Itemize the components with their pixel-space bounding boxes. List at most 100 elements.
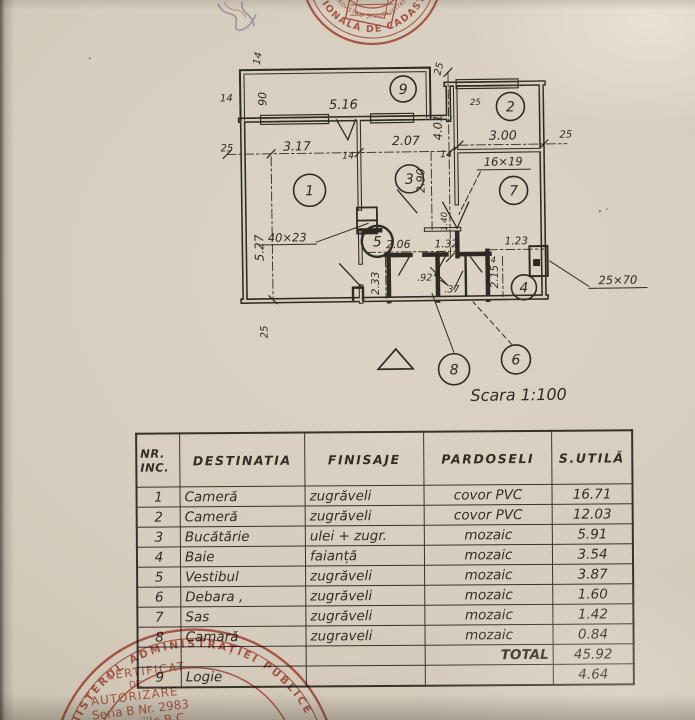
duct-label: 25×70 — [598, 273, 637, 288]
cell-s-utila: 45.92 — [553, 643, 634, 665]
duct-25x70 — [528, 244, 549, 278]
dimension-ticks — [222, 67, 549, 305]
svg-text:14: 14 — [342, 151, 354, 162]
svg-text:1.23: 1.23 — [505, 235, 529, 247]
room-circle-5 — [360, 224, 394, 259]
room-circle-6 — [500, 344, 532, 375]
svg-text:2.33: 2.33 — [370, 272, 382, 296]
room-number: 8 — [450, 362, 459, 378]
room-circle-4 — [510, 273, 538, 301]
room-circle-9 — [389, 75, 417, 103]
svg-text:.92: .92 — [417, 273, 432, 284]
room-number: 6 — [511, 352, 520, 368]
room-number: 5 — [373, 234, 382, 250]
header-s-utila: S.UTILĂ — [551, 430, 633, 485]
cell-total-label: TOTAL — [425, 644, 554, 666]
cell-destinatia: Camară — [180, 626, 307, 647]
cell-nr: 3 — [136, 526, 181, 548]
svg-text:1.32: 1.32 — [435, 238, 459, 250]
header-nr: NR. INC. — [136, 433, 180, 488]
room-circle-3 — [394, 164, 425, 194]
header-destinatia: DESTINATIA — [179, 432, 305, 487]
dimension-lines — [226, 71, 568, 301]
room-number: 9 — [399, 82, 408, 98]
dimension-labels: 5.16 90 14 14 25 3.17 14 2.07 14 3.00 25… — [220, 51, 572, 338]
room-circle-1 — [292, 173, 327, 208]
room-circle-7 — [498, 175, 529, 206]
svg-text:25: 25 — [259, 325, 270, 338]
svg-text:2.06: 2.06 — [386, 238, 411, 251]
svg-text:5.16: 5.16 — [329, 98, 358, 113]
cell-pardoseli: mozaic — [424, 584, 553, 606]
niche-40x23 — [355, 206, 379, 235]
cell-destinatia: Cameră — [179, 486, 306, 507]
room-circles — [292, 75, 538, 386]
cell-nr: 6 — [137, 586, 181, 608]
svg-text:5.27: 5.27 — [252, 234, 266, 261]
svg-text:2.15: 2.15 — [489, 265, 501, 289]
cell-finisaje: zugrăveli — [305, 505, 425, 527]
niche-label: 40×23 — [268, 230, 307, 245]
cell-nr: 8 — [137, 626, 182, 648]
cell-pardoseli: mozaic — [424, 604, 553, 626]
cell-pardoseli: mozaic — [424, 544, 553, 566]
svg-text:25: 25 — [559, 130, 572, 141]
windows — [259, 78, 519, 126]
cell-destinatia: Bucătărie — [180, 526, 306, 547]
cell-pardoseli: mozaic — [424, 524, 553, 546]
room-number: 4 — [519, 280, 528, 296]
balcony-outline — [238, 66, 432, 122]
cell-nr: 9 — [137, 666, 182, 688]
cell-pardoseli: mozaic — [424, 624, 554, 646]
paper-specks — [88, 57, 608, 213]
svg-text:14: 14 — [252, 51, 265, 65]
svg-text:25: 25 — [433, 61, 447, 76]
cell-s-utila: 3.54 — [552, 543, 634, 565]
cell-s-utila: 0.84 — [552, 623, 634, 645]
cell-pardoseli: mozaic — [424, 564, 553, 586]
cell-nr: 2 — [136, 506, 181, 528]
room-circle-2 — [495, 91, 526, 122]
cell-pardoseli — [425, 664, 554, 686]
cell-s-utila: 5.91 — [552, 523, 633, 545]
svg-text:Seria B Nr. 2983: Seria B Nr. 2983 — [91, 697, 189, 720]
room-number: 2 — [506, 99, 515, 115]
svg-text:14: 14 — [440, 149, 452, 160]
cell-finisaje — [306, 665, 426, 687]
cell-finisaje: zugrăveli — [304, 485, 425, 507]
wall-notch — [351, 286, 365, 301]
svg-text:90: 90 — [256, 92, 269, 106]
cell-nr: 1 — [136, 486, 181, 508]
areas-table-wrapper: NR. INC. DESTINATIA FINISAJE PARDOSELI S… — [135, 429, 635, 689]
cell-finisaje: zugrăveli — [305, 565, 425, 587]
svg-text:14: 14 — [485, 256, 496, 266]
cell-finisaje: zugraveli — [305, 625, 426, 647]
room-number: 3 — [405, 172, 414, 188]
scale-label: Scara 1:100 — [470, 385, 567, 405]
cell-finisaje — [306, 645, 426, 667]
svg-text:25: 25 — [221, 143, 234, 154]
floor-plan: 1 2 3 4 5 6 7 8 9 5.16 90 14 14 25 3.17 … — [88, 51, 648, 405]
header-finisaje: FINISAJE — [304, 431, 424, 487]
cell-finisaje: faianță — [305, 545, 425, 567]
svg-text:2.07: 2.07 — [392, 133, 420, 148]
svg-text:25: 25 — [470, 98, 481, 108]
areas-table: NR. INC. DESTINATIA FINISAJE PARDOSELI S… — [135, 429, 635, 689]
cell-destinatia: Vestibul — [180, 566, 306, 587]
table-row-logie: 9 Logie 4.64 — [137, 663, 634, 688]
svg-text:3.17: 3.17 — [283, 138, 311, 153]
leader-lines — [257, 168, 648, 353]
svg-text:Categoriile B,C: Categoriile B,C — [95, 710, 185, 720]
cell-pardoseli: covor PVC — [423, 484, 553, 506]
svg-text:1.40: 1.40 — [440, 212, 450, 231]
cell-s-utila: 3.87 — [552, 563, 634, 585]
cell-s-utila: 12.03 — [552, 503, 633, 525]
cell-nr: 5 — [137, 566, 181, 588]
cell-nr: 7 — [137, 606, 181, 628]
svg-text:.37: .37 — [444, 284, 459, 295]
orientation-triangle-icon — [376, 347, 415, 371]
room-circle-8 — [437, 352, 471, 386]
svg-text:3.00: 3.00 — [489, 127, 517, 142]
cell-nr: 4 — [136, 546, 181, 568]
